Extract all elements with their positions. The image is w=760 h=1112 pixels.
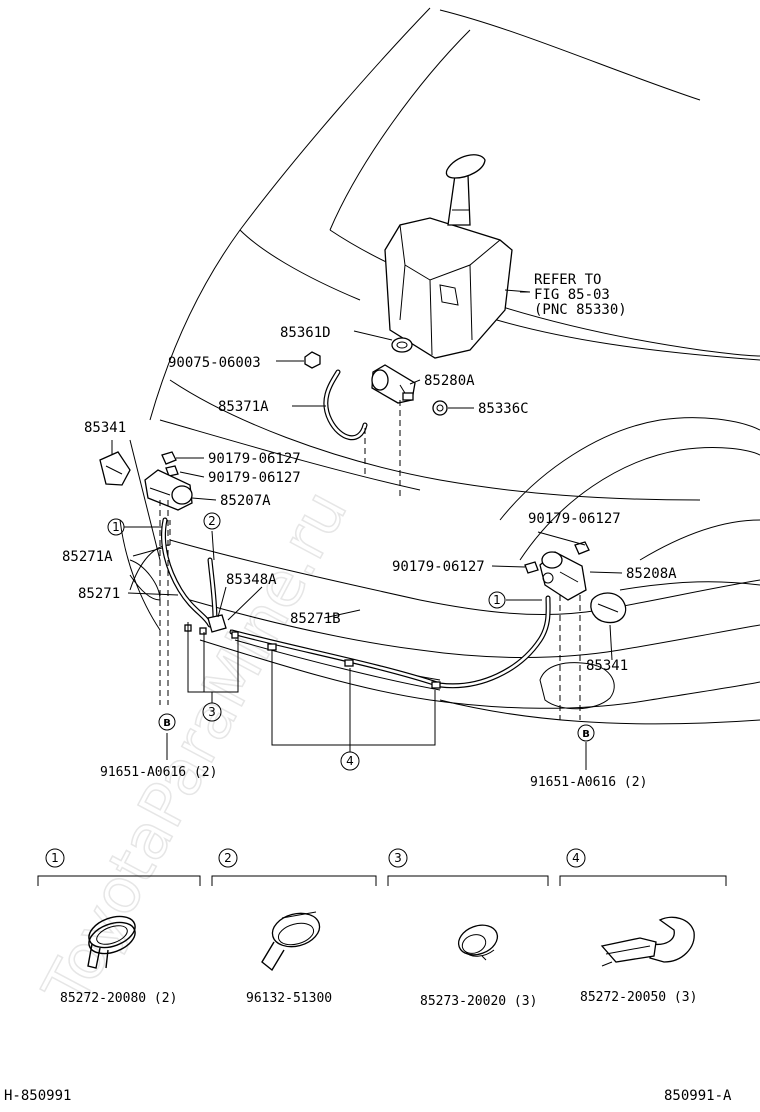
nozzle-85207A [144,469,193,511]
svg-text:3: 3 [208,705,216,719]
svg-text:1: 1 [493,593,501,607]
label-85271: 85271 [78,586,120,602]
svg-text:1: 1 [51,851,59,865]
callout-b-right: B [577,724,595,742]
label-90179-d: 90179-06127 [392,559,485,575]
label-85336C: 85336C [478,401,529,417]
callout-1-right: 1 [488,591,506,609]
nozzle-cover-85341-left [99,451,131,486]
label-85280A: 85280A [424,373,475,389]
legend-part-2: 96132-51300 [246,991,332,1006]
footer-left-code: H-850991 [4,1088,71,1104]
washer-tank [384,154,531,359]
label-90179-c: 90179-06127 [528,511,621,527]
legend-item-1: 1 85272-20080 (2) [37,848,201,1006]
svg-text:4: 4 [346,754,354,768]
callout-b-left: B [158,713,176,731]
label-91651-right: 91651-A0616 (2) [530,775,647,790]
hose-85371A [323,369,368,440]
svg-text:B: B [163,718,171,729]
legend: 1 85272-20080 (2) 2 96132-51300 [37,848,727,1009]
label-85371A: 85371A [218,399,269,415]
refer-to-line2: FIG 85-03 [534,287,610,303]
bolt-90075-06003 [304,351,321,369]
label-85361D: 85361D [280,325,331,341]
callout-1-left: 1 [107,518,125,536]
grommet-85336C [432,400,448,416]
callout-3: 3 [202,702,222,722]
label-85341-right: 85341 [586,658,628,674]
label-85271B: 85271B [290,611,341,627]
washer-pump-85280A [371,364,416,404]
label-85208A: 85208A [626,566,677,582]
callout-b-nozzle [542,572,554,584]
svg-text:2: 2 [224,851,232,865]
callout-4: 4 [340,751,360,771]
svg-text:3: 3 [394,851,402,865]
svg-text:B: B [582,729,590,740]
footer-right-code: 850991-A [664,1088,732,1104]
hose-clip-bracket-icon [600,916,695,967]
clip-90179-left [161,451,179,477]
legend-item-3: 3 85273-20020 (3) [387,848,549,1009]
label-85348A: 85348A [226,572,277,588]
clip-90179-right [524,541,590,574]
hose-clamp-band-icon [261,911,321,972]
label-85271A: 85271A [62,549,113,565]
label-90179-a: 90179-06127 [208,451,301,467]
label-91651-left: 91651-A0616 (2) [100,765,217,780]
clamp-85361D [391,337,413,353]
dashed-guides [159,400,581,720]
legend-part-4: 85272-20050 (3) [580,990,697,1005]
label-85207A: 85207A [220,493,271,509]
hose-clamp-spring-icon [87,915,136,969]
hose-clip-ring-icon [457,924,499,961]
legend-item-4: 4 85272-20050 (3) [559,848,727,1005]
legend-part-3: 85273-20020 (3) [420,994,537,1009]
svg-text:4: 4 [572,851,580,865]
label-90179-b: 90179-06127 [208,470,301,486]
refer-to-line1: REFER TO [534,272,601,288]
callout-2: 2 [203,512,221,530]
nozzle-85208A [539,551,587,601]
legend-part-1: 85272-20080 (2) [60,991,177,1006]
nozzle-cover-85341-right [590,592,627,624]
refer-to-line3: (PNC 85330) [534,302,627,318]
label-85341-left: 85341 [84,420,126,436]
legend-item-2: 2 96132-51300 [211,848,377,1006]
svg-text:1: 1 [112,520,120,534]
label-90075-06003: 90075-06003 [168,355,261,371]
leader-lines [111,291,623,770]
svg-text:2: 2 [208,514,216,528]
washer-hoses [160,517,551,689]
